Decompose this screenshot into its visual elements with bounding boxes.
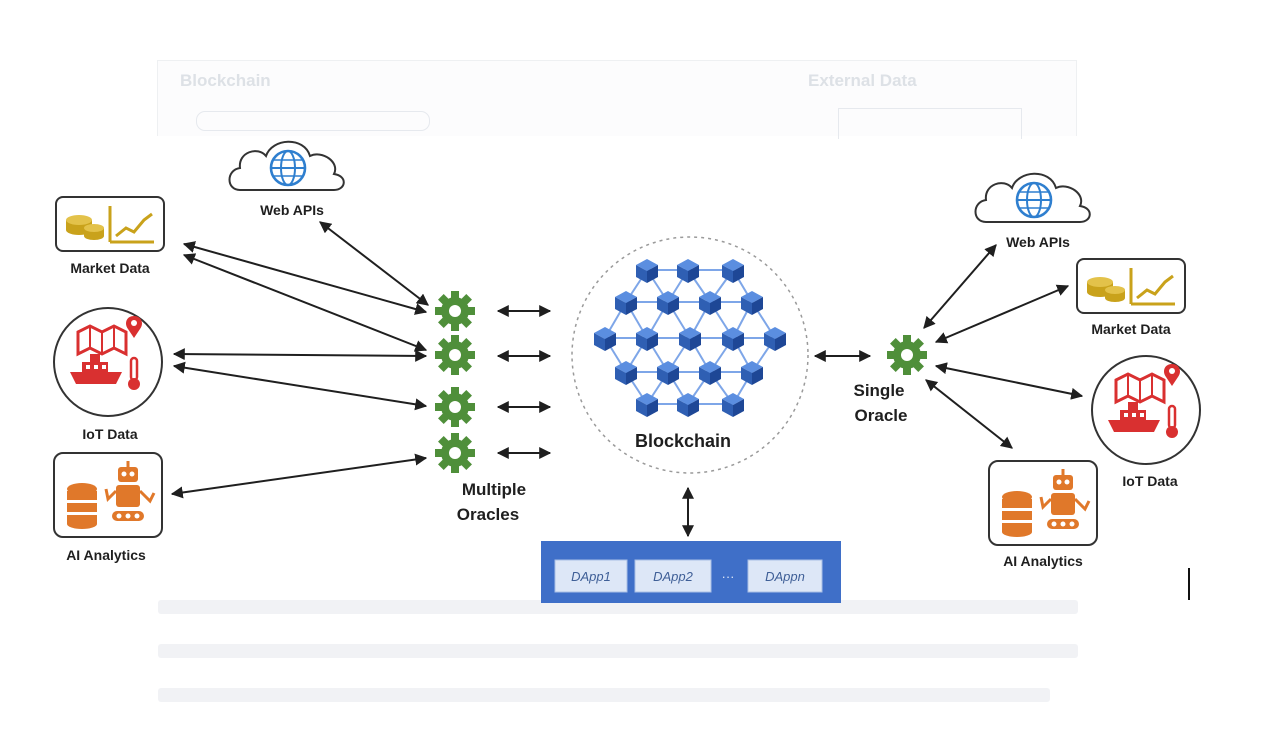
bg-panel-bar — [196, 111, 430, 131]
right-web-apis-cloud: Web APIs — [974, 172, 1092, 250]
arrow-webapi-oracle — [319, 221, 429, 306]
left-web-apis-cloud: Web APIs — [228, 140, 346, 218]
dapp-label: DApp2 — [653, 569, 694, 584]
multiple-oracles-line1: Multiple — [462, 480, 526, 499]
bg-panel-box — [838, 108, 1022, 139]
blockchain: Blockchain — [571, 236, 809, 474]
dapp-label: DAppn — [765, 569, 805, 584]
gear-icon — [435, 433, 475, 473]
bg-text-line — [158, 644, 1078, 658]
arrow-iot-oracle2 — [172, 348, 428, 362]
text-cursor — [1188, 568, 1190, 600]
iot-data-icon — [52, 306, 164, 418]
right-market-data-label: Market Data — [1091, 321, 1171, 337]
bg-panel-right-label: External Data — [808, 71, 917, 90]
ai-analytics-icon — [52, 451, 164, 539]
left-market-data: Market Data — [54, 195, 166, 276]
gear-icon — [435, 335, 475, 375]
dapp-box — [747, 559, 823, 593]
arrow-single-oracle-ai — [925, 379, 1013, 449]
left-iot-data-label: IoT Data — [82, 426, 137, 442]
cloud-globe-icon — [228, 140, 346, 192]
gear-icon — [887, 335, 927, 375]
multiple-oracles: Multiple Oracles — [435, 291, 526, 524]
cloud-globe-icon — [974, 172, 1092, 224]
single-oracle-line1: Single — [853, 381, 904, 400]
arrow-single-oracle-webapi — [923, 244, 997, 329]
left-ai-analytics: AI Analytics — [52, 451, 164, 563]
background-text-block — [158, 600, 1078, 732]
right-iot-data-label: IoT Data — [1122, 473, 1177, 489]
dapps-bar: DApp1 DApp2 ··· DAppn — [541, 541, 841, 603]
arrow-iot-oracle3 — [172, 361, 428, 411]
left-web-apis-label: Web APIs — [260, 202, 324, 218]
multiple-oracles-line2: Oracles — [457, 505, 519, 524]
bg-text-line — [158, 600, 1078, 614]
arrow-market-oracle2 — [182, 253, 428, 352]
left-source-arrows — [170, 221, 429, 499]
iot-data-icon — [1090, 354, 1202, 466]
dapp-box — [554, 559, 628, 593]
bg-panel-left-label: Blockchain — [180, 71, 271, 90]
arrow-single-oracle-iot — [934, 362, 1084, 400]
market-data-icon — [54, 195, 166, 253]
gear-icon — [435, 387, 475, 427]
right-web-apis-label: Web APIs — [1006, 234, 1070, 250]
right-market-data: Market Data — [1075, 257, 1187, 337]
right-source-arrows — [923, 244, 1084, 449]
market-data-icon — [1075, 257, 1187, 315]
gear-icon — [435, 291, 475, 331]
left-market-data-label: Market Data — [70, 260, 150, 276]
dapp-box — [634, 559, 712, 593]
single-oracle-line2: Oracle — [855, 406, 908, 425]
arrow-ai-oracle4 — [170, 453, 428, 499]
arrow-single-oracle-market — [934, 284, 1070, 344]
left-iot-data: IoT Data — [52, 306, 164, 442]
left-ai-analytics-label: AI Analytics — [66, 547, 146, 563]
ai-analytics-icon — [987, 459, 1099, 547]
single-oracle: Single Oracle — [853, 335, 927, 425]
right-ai-analytics-label: AI Analytics — [1003, 553, 1083, 569]
dapp-label: DApp1 — [571, 569, 611, 584]
right-iot-data: IoT Data — [1090, 354, 1202, 489]
blockchain-label: Blockchain — [635, 431, 731, 451]
background-panel: Blockchain External Data — [157, 60, 1077, 139]
oracle-blockchain-arrows — [496, 305, 552, 459]
right-ai-analytics: AI Analytics — [987, 459, 1099, 569]
bg-text-line — [158, 688, 1051, 702]
dapp-separator: ··· — [722, 569, 735, 584]
